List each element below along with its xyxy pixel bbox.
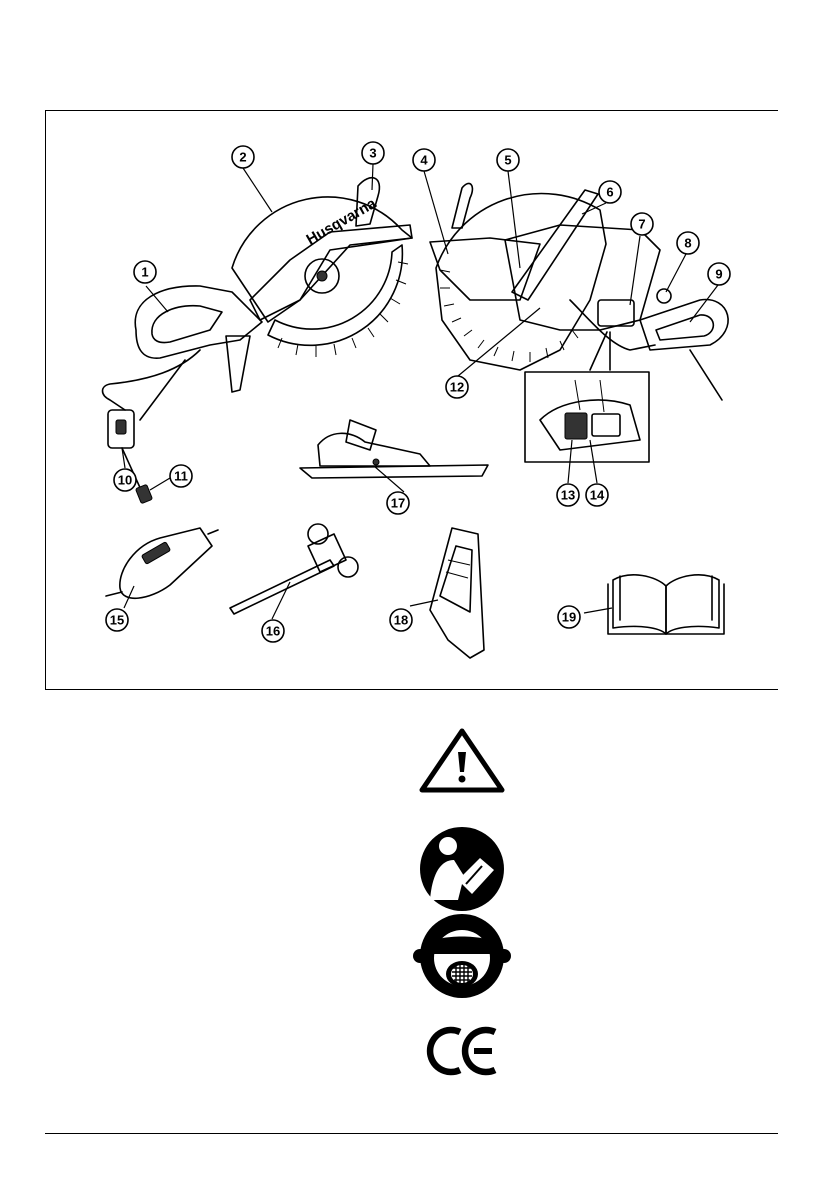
protective-equipment-icon (413, 914, 511, 998)
callout-11: 11 (170, 465, 192, 487)
svg-text:2: 2 (239, 150, 246, 165)
svg-text:6: 6 (606, 185, 613, 200)
callout-14: 14 (586, 484, 608, 506)
svg-text:14: 14 (590, 488, 605, 503)
svg-text:1: 1 (141, 265, 148, 280)
callout-8: 8 (677, 232, 699, 254)
svg-text:16: 16 (266, 624, 280, 639)
callout-17: 17 (387, 492, 409, 514)
svg-text:11: 11 (174, 469, 188, 484)
svg-text:12: 12 (450, 380, 464, 395)
warning-triangle-icon (422, 731, 502, 790)
svg-text:9: 9 (715, 267, 722, 282)
svg-text:10: 10 (118, 473, 132, 488)
guard-accessory (430, 528, 484, 658)
svg-text:13: 13 (561, 488, 575, 503)
brand-logo: Husqvarna (304, 195, 380, 249)
accessory-part-15 (106, 528, 218, 598)
callout-6: 6 (599, 181, 621, 203)
svg-text:8: 8 (684, 236, 691, 251)
callout-13: 13 (557, 484, 579, 506)
callout-9: 9 (708, 263, 730, 285)
callout-15: 15 (106, 609, 128, 631)
callout-19: 19 (558, 606, 580, 628)
callout-4: 4 (413, 149, 435, 171)
footer-rule (45, 1133, 778, 1134)
power-cutter-left-view: Husqvarna (103, 178, 413, 504)
callout-3: 3 (362, 142, 384, 164)
read-manual-icon (420, 827, 504, 911)
svg-text:4: 4 (420, 153, 428, 168)
combination-wrench (230, 524, 358, 614)
callout-5: 5 (497, 149, 519, 171)
operators-manual-book (608, 575, 724, 634)
svg-text:5: 5 (504, 153, 511, 168)
svg-text:15: 15 (110, 613, 124, 628)
cutting-guide-accessory (300, 420, 488, 478)
callout-2: 2 (232, 146, 254, 168)
svg-text:18: 18 (394, 613, 408, 628)
detail-inset (525, 332, 649, 462)
svg-text:7: 7 (638, 217, 645, 232)
callout-18: 18 (390, 609, 412, 631)
svg-text:17: 17 (391, 496, 405, 511)
svg-text:19: 19 (562, 610, 576, 625)
callout-leaders (122, 164, 718, 619)
power-cutter-right-view (430, 183, 728, 400)
callout-1: 1 (134, 261, 156, 283)
callout-16: 16 (262, 620, 284, 642)
callout-7: 7 (631, 213, 653, 235)
svg-text:3: 3 (369, 146, 376, 161)
callout-12: 12 (446, 376, 468, 398)
callout-10: 10 (114, 469, 136, 491)
